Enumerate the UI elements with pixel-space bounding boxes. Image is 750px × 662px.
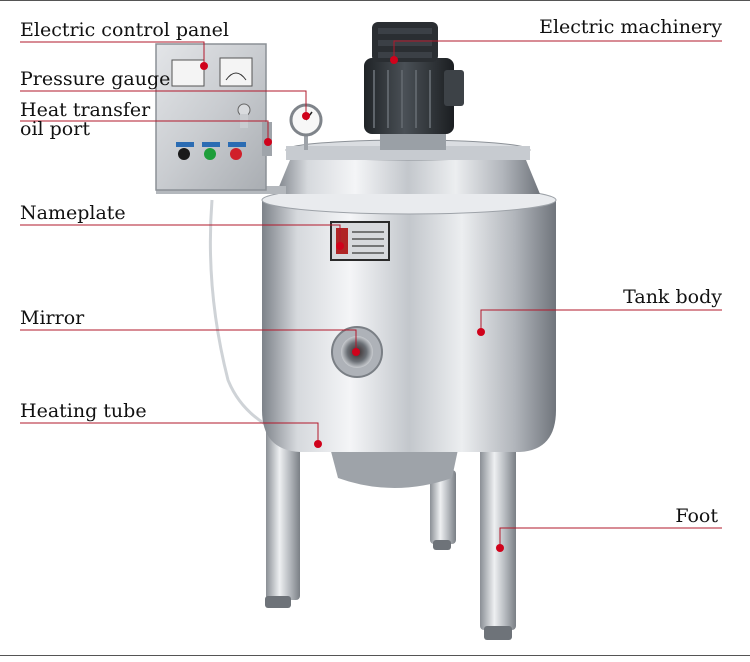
- label-electric-machinery: Electric machinery: [539, 16, 722, 38]
- label-heat-transfer-line2: oil port: [20, 118, 90, 140]
- label-foot: Foot: [675, 505, 718, 527]
- marker-heating-tube: [314, 440, 322, 448]
- marker-pressure-gauge: [302, 112, 310, 120]
- marker-mirror: [352, 348, 360, 356]
- leg-back: [430, 470, 456, 544]
- marker-foot: [496, 544, 504, 552]
- nameplate-plate: [330, 221, 390, 261]
- label-heating-tube: Heating tube: [20, 400, 147, 422]
- marker-nameplate: [336, 242, 344, 250]
- marker-tank-body: [477, 328, 485, 336]
- leader-nameplate: [20, 224, 341, 246]
- leader-lines: [20, 40, 722, 548]
- label-pressure-gauge: Pressure gauge: [20, 68, 171, 90]
- leader-mirror: [20, 329, 357, 352]
- leg-right: [480, 432, 516, 630]
- marker-electric-machinery: [390, 56, 398, 64]
- leader-electric-control-panel: [20, 41, 205, 66]
- leg-right-foot: [484, 626, 512, 640]
- label-nameplate: Nameplate: [20, 202, 126, 224]
- leader-pressure-gauge: [20, 90, 307, 116]
- marker-dots: [200, 56, 504, 552]
- tank-legs: [265, 420, 516, 640]
- leg-back-foot: [433, 540, 451, 550]
- marker-heat-transfer-oil-port: [264, 138, 272, 146]
- control-box-icon: [155, 43, 272, 191]
- label-mirror: Mirror: [20, 307, 85, 329]
- leg-left: [266, 420, 300, 600]
- label-heat-transfer-line1: Heat transfer: [20, 99, 151, 121]
- label-electric-control-panel: Electric control panel: [20, 19, 229, 41]
- leader-electric-machinery: [393, 40, 722, 60]
- marker-electric-control-panel: [200, 62, 208, 70]
- electric-motor-icon: [364, 22, 464, 150]
- label-tank-body: Tank body: [623, 286, 722, 308]
- leg-left-foot: [265, 596, 291, 608]
- leader-heating-tube: [20, 422, 319, 444]
- leader-heat-transfer-oil-port: [20, 120, 269, 142]
- leader-foot: [499, 527, 722, 548]
- tank-body: [261, 185, 557, 452]
- leader-tank-body: [480, 309, 722, 332]
